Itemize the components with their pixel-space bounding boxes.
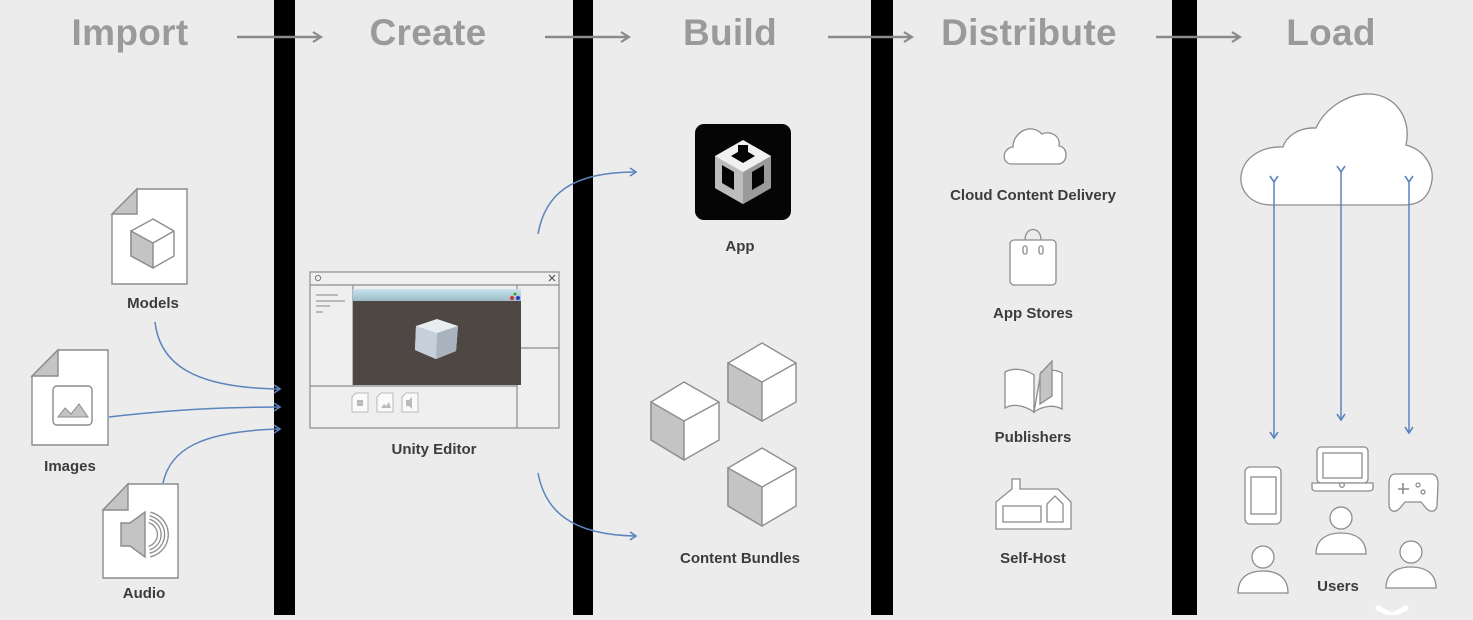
label-app-stores: App Stores [992, 305, 1074, 322]
unity-logo-icon [695, 124, 791, 220]
gamepad-icon [1388, 473, 1439, 512]
label-images: Images [44, 458, 96, 475]
shopping-bag-icon [1009, 228, 1057, 286]
divider-import-create [274, 0, 295, 615]
label-app: App [725, 238, 755, 255]
cube-2 [727, 342, 797, 423]
cubes-icon [650, 342, 797, 528]
image-file-icon [30, 348, 109, 446]
divider-build-distribute [871, 0, 893, 615]
stage-title-import: Import [71, 12, 189, 53]
flow-arrow-models-editor [154, 321, 282, 394]
partial-overlay-icon [1375, 605, 1409, 618]
cube-1 [650, 381, 720, 462]
user-avatar-3 [1385, 540, 1437, 589]
user-avatar-1 [1237, 545, 1289, 594]
stage-title-create: Create [369, 12, 487, 53]
label-models: Models [127, 295, 179, 312]
model-file-icon [110, 187, 188, 285]
stage-title-load: Load [1286, 12, 1376, 53]
label-self-host: Self-Host [1000, 550, 1066, 567]
load-arrows [1269, 165, 1414, 440]
label-unity-editor: Unity Editor [391, 441, 477, 458]
phone-icon [1244, 466, 1282, 525]
audio-file-icon [101, 482, 179, 579]
book-icon [1004, 359, 1063, 414]
stage-title-distribute: Distribute [941, 12, 1117, 53]
house-icon [995, 478, 1072, 530]
label-cloud-content-delivery: Cloud Content Delivery [950, 187, 1116, 204]
large-cloud-icon [1240, 93, 1433, 206]
flow-arrow-audio-editor [162, 424, 282, 484]
label-users: Users [1317, 578, 1359, 595]
cloud-icon [1003, 128, 1067, 165]
unity-editor-window-icon [309, 271, 560, 429]
label-audio: Audio [122, 585, 166, 602]
divider-distribute-load [1172, 0, 1197, 615]
flow-arrow-editor-app [537, 167, 638, 235]
label-content-bundles: Content Bundles [680, 550, 800, 567]
cube-3 [727, 447, 797, 528]
stage-title-build: Build [683, 12, 777, 53]
user-avatar-2 [1315, 506, 1367, 555]
flow-arrow-editor-bundles [537, 472, 638, 541]
divider-create-build [573, 0, 593, 615]
laptop-icon [1311, 446, 1374, 492]
label-publishers: Publishers [994, 429, 1072, 446]
flow-arrow-images-editor [108, 402, 282, 418]
